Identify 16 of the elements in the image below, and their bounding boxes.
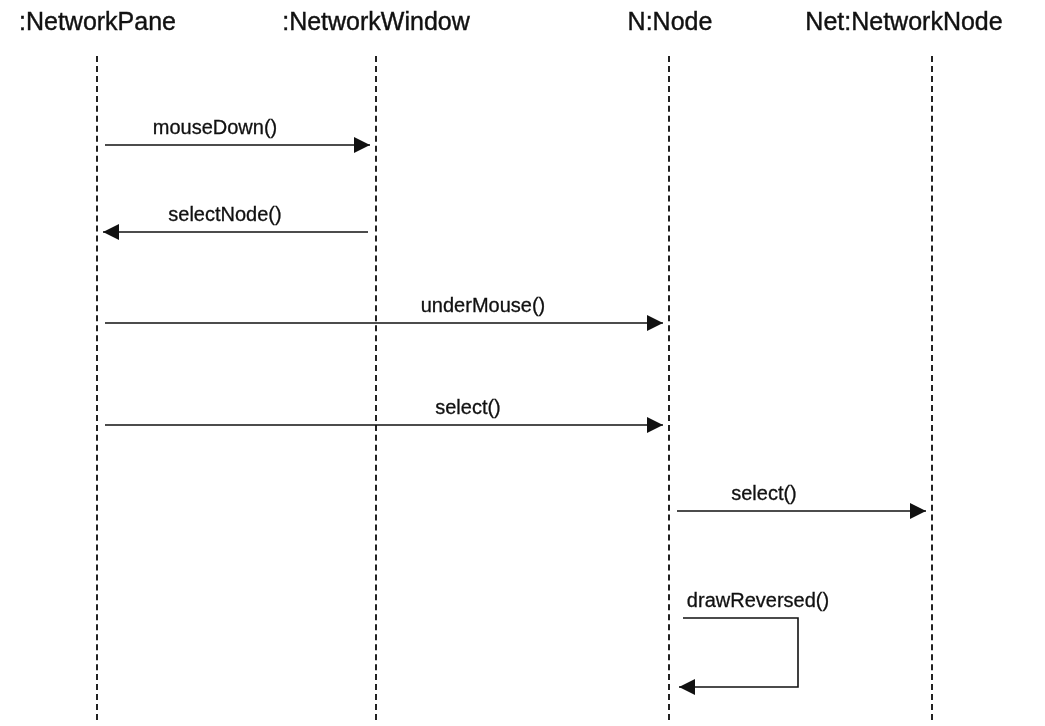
edge-label: select() [731,481,797,505]
message-arrow [678,617,799,695]
object-name: Net:NetworkNode [804,6,1004,36]
message-arrow [104,315,664,331]
edge-label: selectNode() [168,202,282,226]
message-arrow [104,417,664,433]
object-name: :NetworkPane [18,6,177,36]
message-arrow [104,137,371,153]
message-arrow [676,503,927,519]
edge-label: select() [435,395,501,419]
object-name: :NetworkWindow [281,6,471,36]
edge-label: underMouse() [420,293,546,317]
message-arrow [102,224,369,240]
edge-label: mouseDown() [152,115,278,139]
edge-label: drawReversed() [686,588,830,612]
object-name: N:Node [626,6,714,36]
